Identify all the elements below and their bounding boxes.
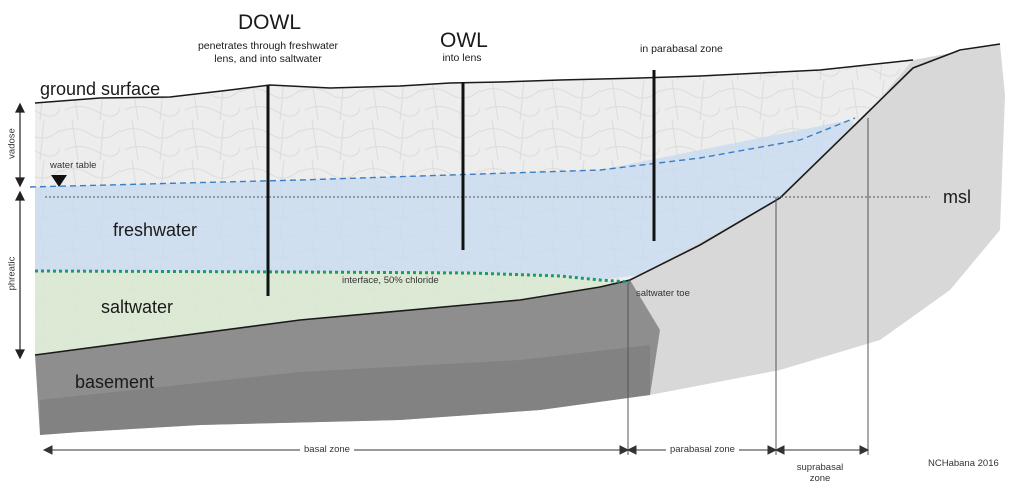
phreatic-label: phreatic: [6, 256, 18, 291]
credit-label: NCHabana 2016: [928, 458, 999, 469]
parabasal-well-description: in parabasal zone: [640, 43, 723, 55]
water-table-label: water table: [50, 160, 97, 171]
suprabasal-zone-arrow: [774, 445, 870, 455]
saltwater-toe-label: saltwater toe: [636, 288, 690, 299]
basal-zone-label: basal zone: [300, 444, 354, 456]
owl-description: into lens: [442, 52, 482, 64]
interface-label: interface, 50% chloride: [342, 275, 439, 286]
parabasal-zone-label: parabasal zone: [666, 444, 739, 456]
dowl-description: penetrates through freshwater lens, and …: [197, 40, 339, 65]
ground-surface-label: ground surface: [40, 79, 161, 99]
water-table-line: [29, 117, 856, 188]
saltwater-zone: [35, 271, 630, 355]
msl-label: msl: [943, 187, 971, 207]
vadose-label: vadose: [6, 128, 18, 159]
freshwater-lens: [35, 120, 855, 280]
basement-lower: [40, 345, 650, 435]
freshwater-label: freshwater: [113, 220, 198, 240]
slope-shadow: [580, 44, 1005, 395]
suprabasal-zone-label: suprabasal zone: [796, 462, 844, 485]
coastline-profile: [34, 43, 1001, 356]
owl-title: OWL: [440, 29, 488, 52]
interface-line: [34, 269, 631, 284]
dowl-title: DOWL: [238, 11, 301, 34]
saltwater-label: saltwater: [101, 297, 174, 317]
water-table-icon: [51, 175, 67, 187]
vadose-arrow: [15, 102, 25, 188]
ground-surface-line: [34, 59, 914, 104]
basement-label: basement: [75, 372, 155, 392]
phreatic-arrow: [15, 190, 25, 360]
